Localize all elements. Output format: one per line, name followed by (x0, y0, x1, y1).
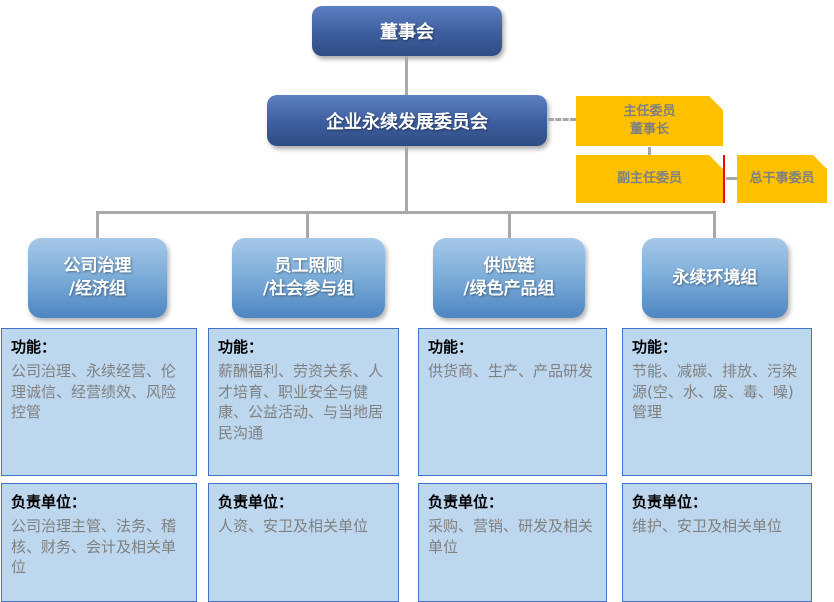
connector-horizontal-bar (96, 211, 716, 214)
unit-title: 负责单位： (218, 493, 294, 511)
function-panel-environment: 功能： 节能、减碳、排放、污染源(空、水、废、毒、噪)管理 (622, 328, 812, 476)
officer-chair-label: 主任委员 董事长 (623, 104, 676, 137)
board-node: 董事会 (312, 6, 502, 56)
unit-text: 公司治理主管、法务、稽核、财务、会计及相关单位 (11, 517, 177, 577)
connector-committee-trunk (405, 146, 408, 211)
function-title: 功能： (11, 338, 57, 356)
group-node-governance: 公司治理 /经济组 (28, 238, 167, 318)
group-label: 员工照顾 /社会参与组 (262, 256, 355, 299)
function-panel-employee: 功能： 薪酬福利、劳资关系、人才培育、职业安全与健康、公益活动、与当地居民沟通 (208, 328, 399, 476)
unit-panel-supplychain: 负责单位： 采购、营销、研发及相关单位 (418, 483, 607, 602)
group-node-employee: 员工照顾 /社会参与组 (232, 238, 385, 318)
unit-panel-employee: 负责单位： 人资、安卫及相关单位 (208, 483, 399, 602)
function-text: 公司治理、永续经营、伦理诚信、经营绩效、风险控管 (11, 362, 177, 422)
function-panel-supplychain: 功能： 供货商、生产、产品研发 (418, 328, 607, 476)
committee-label: 企业永续发展委员会 (326, 111, 488, 133)
connector-board-committee (405, 56, 408, 95)
officer-vicechair-label: 副主任委员 (616, 171, 682, 187)
officer-director-label: 总干事委员 (749, 171, 815, 187)
group-label: 供应链 /绿色产品组 (463, 256, 555, 299)
connector-chair-vicechair-dashed (648, 147, 651, 155)
unit-panel-environment: 负责单位： 维护、安卫及相关单位 (622, 483, 812, 602)
officer-director-node: 总干事委员 (737, 155, 827, 203)
connector-drop-group4 (713, 211, 716, 238)
unit-title: 负责单位： (428, 493, 504, 511)
unit-text: 人资、安卫及相关单位 (218, 517, 369, 535)
group-node-supplychain: 供应链 /绿色产品组 (433, 238, 585, 318)
group-node-environment: 永续环境组 (642, 238, 788, 318)
board-label: 董事会 (380, 22, 434, 43)
unit-text: 采购、营销、研发及相关单位 (428, 517, 594, 556)
connector-committee-chair-dashed (548, 118, 576, 121)
function-text: 节能、减碳、排放、污染源(空、水、废、毒、噪)管理 (632, 362, 798, 422)
group-label: 永续环境组 (672, 267, 758, 288)
connector-vicechair-director-dashed (726, 177, 737, 180)
unit-title: 负责单位： (632, 493, 708, 511)
connector-drop-group2 (306, 211, 309, 238)
function-text: 供货商、生产、产品研发 (428, 362, 594, 380)
function-text: 薪酬福利、劳资关系、人才培育、职业安全与健康、公益活动、与当地居民沟通 (218, 362, 384, 443)
function-title: 功能： (632, 338, 678, 356)
committee-node: 企业永续发展委员会 (267, 95, 547, 146)
officer-vicechair-node: 副主任委员 (576, 155, 723, 203)
unit-text: 维护、安卫及相关单位 (632, 517, 783, 535)
officer-chair-node: 主任委员 董事长 (576, 96, 723, 146)
unit-title: 负责单位： (11, 493, 87, 511)
connector-drop-group1 (96, 211, 99, 238)
function-panel-governance: 功能： 公司治理、永续经营、伦理诚信、经营绩效、风险控管 (1, 328, 197, 476)
vicechair-red-edge (723, 155, 725, 203)
function-title: 功能： (218, 338, 264, 356)
connector-drop-group3 (508, 211, 511, 238)
unit-panel-governance: 负责单位： 公司治理主管、法务、稽核、财务、会计及相关单位 (1, 483, 197, 602)
group-label: 公司治理 /经济组 (63, 256, 132, 299)
function-title: 功能： (428, 338, 474, 356)
